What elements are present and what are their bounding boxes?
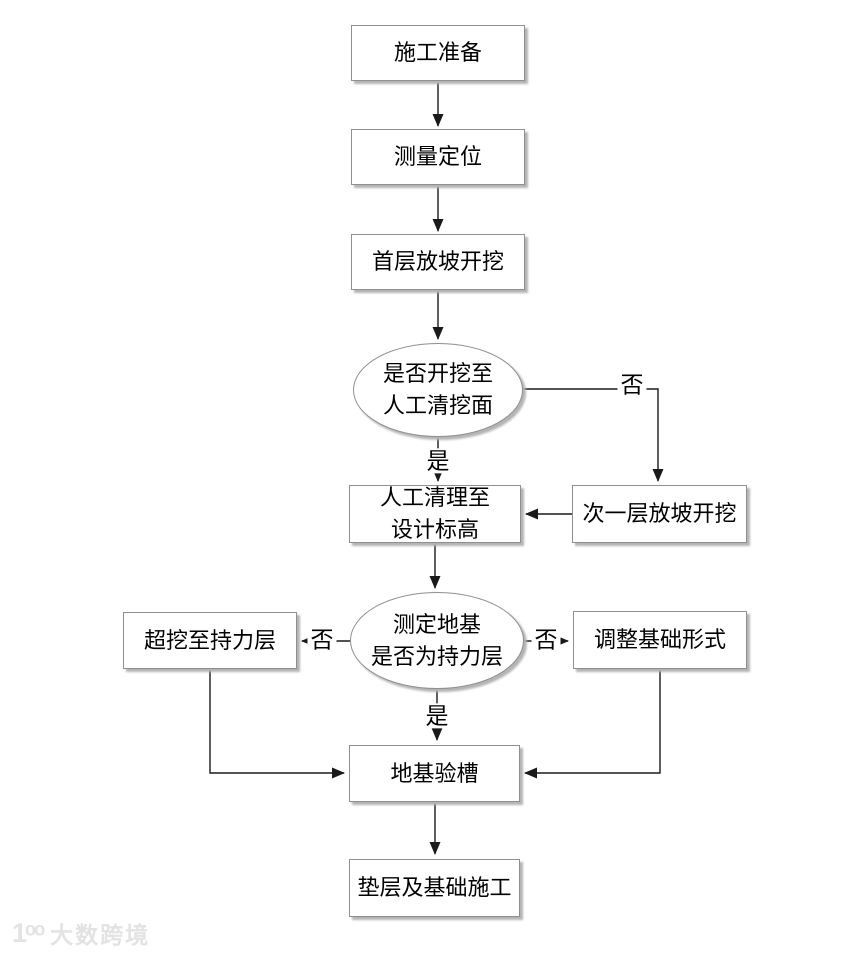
node-label: 次一层放坡开挖	[582, 501, 737, 527]
edge-label-no-3: 否	[531, 627, 561, 653]
watermark-logo-icon: 1ᵒᵒ	[12, 917, 45, 948]
node-construction-prep: 施工准备	[351, 25, 525, 81]
decision-label-line2: 是否为持力层	[370, 643, 503, 669]
edge-label-yes-2: 是	[422, 703, 452, 729]
edge-label-no-2: 否	[307, 627, 337, 653]
node-label-line2: 设计标高	[390, 517, 479, 542]
watermark: 1ᵒᵒ 大数跨境	[12, 916, 150, 950]
decision-label-line2: 人工清挖面	[382, 393, 493, 418]
node-first-layer-excavation: 首层放坡开挖	[351, 234, 525, 290]
node-over-excavate-to-bearing-layer: 超挖至持力层	[123, 612, 297, 669]
decision-label-line1: 测定地基	[392, 611, 481, 637]
edge-label-yes-1: 是	[423, 448, 453, 474]
node-label-line1: 人工清理至	[379, 485, 490, 511]
node-next-layer-excavation: 次一层放坡开挖	[572, 485, 747, 543]
node-foundation-trench-inspection: 地基验槽	[349, 745, 520, 802]
node-manual-clean-to-design-elevation: 人工清理至 设计标高	[349, 485, 521, 543]
node-label: 超挖至持力层	[143, 627, 276, 653]
node-label: 施工准备	[393, 40, 482, 66]
watermark-text: 大数跨境	[50, 922, 151, 948]
decision-is-bearing-layer: 测定地基 是否为持力层	[350, 592, 524, 689]
decision-label-line1: 是否开挖至	[382, 361, 493, 387]
edge-dec1-next-no	[523, 388, 664, 482]
node-cushion-and-foundation-construction: 垫层及基础施工	[349, 859, 520, 917]
edge-label-no-1: 否	[617, 372, 647, 398]
node-label: 地基验槽	[390, 760, 479, 786]
decision-excavated-to-manual-surface: 是否开挖至 人工清挖面	[353, 343, 523, 437]
edge-adjust-inspect	[524, 670, 661, 779]
node-label: 调整基础形式	[593, 627, 726, 653]
node-label: 垫层及基础施工	[357, 875, 512, 901]
node-survey-positioning: 测量定位	[351, 129, 525, 185]
node-adjust-foundation-form: 调整基础形式	[573, 611, 747, 669]
node-label: 首层放坡开挖	[371, 249, 504, 275]
edge-over-inspect	[209, 670, 345, 779]
node-label: 测量定位	[393, 144, 482, 170]
